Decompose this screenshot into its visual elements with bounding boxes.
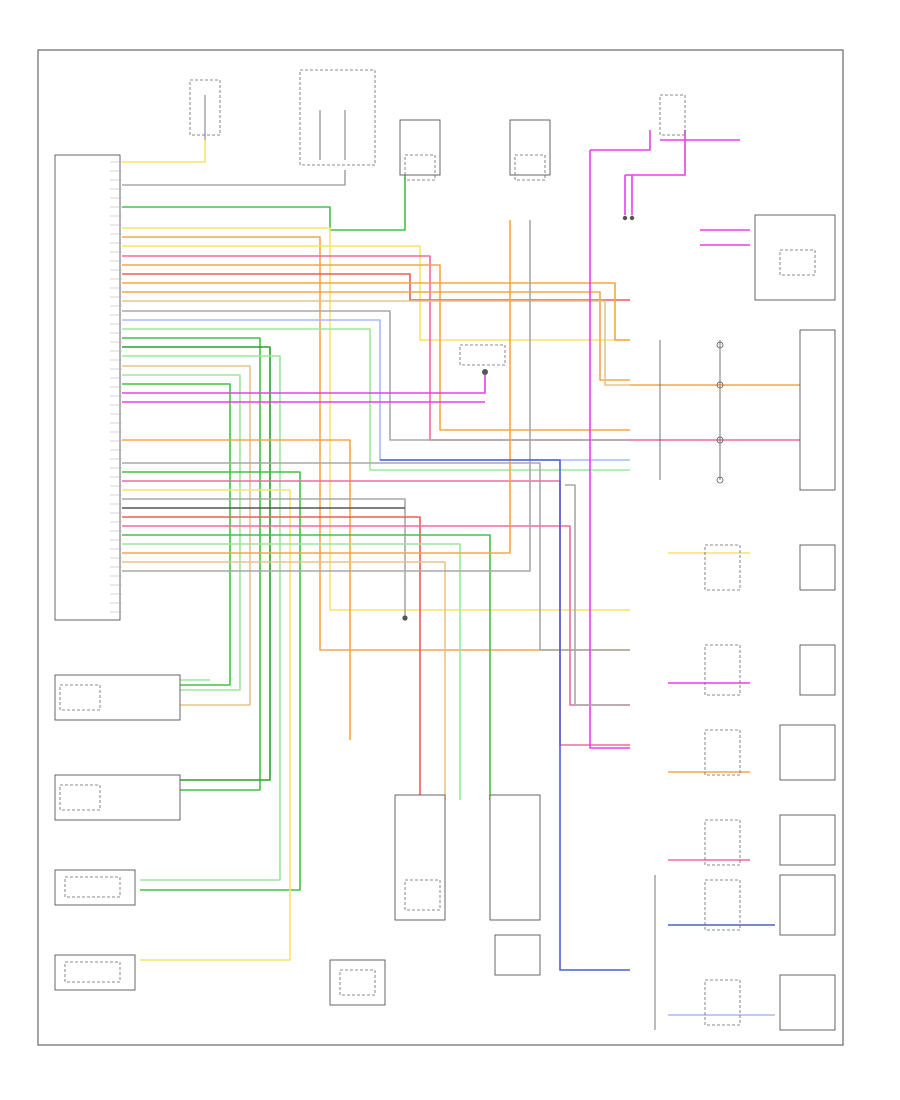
wire-w03 xyxy=(122,130,406,231)
wire-w33 xyxy=(122,534,491,800)
wire-w20 xyxy=(122,374,241,691)
wire-w11 xyxy=(122,291,630,381)
right-side-impact-module-3 xyxy=(704,724,836,781)
wire-w22 xyxy=(122,375,486,394)
right-side-airbag-connector xyxy=(54,869,136,906)
wire-w26 xyxy=(122,471,301,891)
module-pin-ticks xyxy=(110,161,122,613)
wire-w39 xyxy=(589,150,630,749)
wire-w15 xyxy=(122,328,630,471)
right-side-impact-module-2 xyxy=(704,644,836,696)
wire-w05 xyxy=(122,236,630,651)
left-side-airbag-connector xyxy=(54,954,136,991)
top-right-indicator-module xyxy=(754,214,836,301)
left-rear-pretensioner xyxy=(54,674,181,721)
wire-w37 xyxy=(122,220,531,572)
wire-w14 xyxy=(122,319,630,461)
wire-w25 xyxy=(122,462,630,651)
top-center-switch xyxy=(299,69,376,166)
wire-w04 xyxy=(122,227,630,611)
wire-w29 xyxy=(122,498,406,620)
passenger-airbag-module xyxy=(329,959,386,1006)
right-curtain-module xyxy=(704,874,836,936)
wire-w16 xyxy=(122,337,261,791)
right-lower-module xyxy=(704,974,836,1031)
center-ground xyxy=(459,344,506,375)
top-left-fuse xyxy=(189,79,221,140)
wire-w56 xyxy=(565,484,630,706)
wire-layer xyxy=(122,130,800,1016)
wire-w08 xyxy=(122,264,630,431)
seat-position-sensor xyxy=(394,794,446,921)
wire-w09 xyxy=(122,273,630,301)
right-side-impact-module-4 xyxy=(704,814,836,866)
diagram-frame xyxy=(37,49,844,1046)
passenger-presence-switch xyxy=(659,94,686,136)
wire-w38 xyxy=(380,459,630,971)
right-side-impact-module-1 xyxy=(704,544,836,591)
wire-w34 xyxy=(122,543,461,800)
wire-w35 xyxy=(122,220,511,554)
wire-w43 xyxy=(625,130,686,176)
indicator-connector-group xyxy=(622,215,635,221)
airbag-control-module xyxy=(54,154,122,621)
wire-w12 xyxy=(122,300,630,386)
wire-w06 xyxy=(122,245,630,341)
wire-w36 xyxy=(122,561,446,800)
right-buckle-sensor xyxy=(509,119,551,181)
right-pretensioner-module xyxy=(659,329,836,491)
wire-w02 xyxy=(122,170,346,186)
right-rear-pretensioner xyxy=(54,774,181,821)
wire-w40 xyxy=(590,130,651,151)
wire-w17 xyxy=(122,346,271,781)
wire-w31 xyxy=(122,516,421,880)
wire-w10 xyxy=(122,282,630,341)
left-buckle-sensor xyxy=(399,119,441,181)
wire-w28 xyxy=(122,489,291,961)
lower-center-ground xyxy=(402,615,408,621)
wire-w24 xyxy=(122,439,351,740)
wire-w01 xyxy=(122,140,206,163)
wire-w18 xyxy=(122,355,281,881)
right-front-pretensioner xyxy=(489,794,541,976)
